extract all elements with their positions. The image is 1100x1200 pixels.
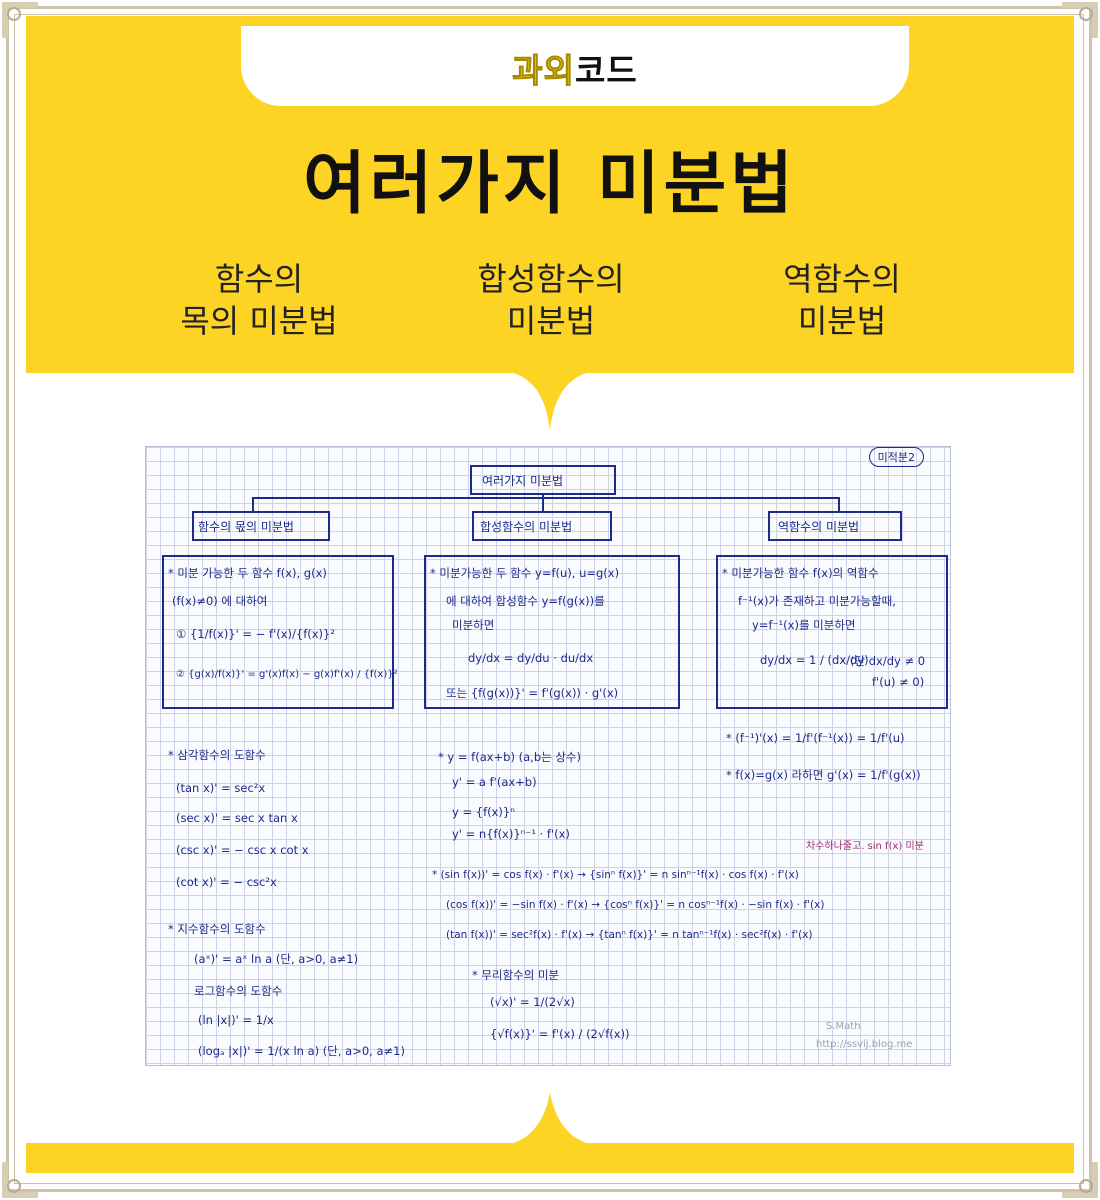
formula-line: (tan x)' = sec²x [176,781,266,795]
formula-line: * y = f(ax+b) (a,b는 상수) [438,750,581,764]
column-label-line: 함수의 [214,260,304,298]
brand-logo: 과외코드 [241,44,909,92]
column-label-line: 역함수의 [783,260,901,298]
formula-line: (csc x)' = − csc x cot x [176,843,309,857]
handwritten-notes-image: 미적분2 여러가지 미분법 함수의 몫의 미분법 합성함수의 미분법 역함수의 … [145,446,951,1066]
branch-label: 역함수의 미분법 [778,520,860,534]
column-label-line: 합성함수의 [477,260,625,298]
branch-node-inverse [768,511,902,541]
formula-line: (√x)' = 1/(2√x) [490,995,575,1009]
formula-line: 또는 {f(g(x))}' = f'(g(x)) · g'(x) [446,686,619,700]
watermark-text: S.Math [826,1021,861,1032]
corner-ornament-icon [1062,1162,1098,1198]
corner-ornament-icon [2,1162,38,1198]
branch-label: 함수의 몫의 미분법 [198,520,294,534]
page-title: 여러가지 미분법 [303,145,797,224]
logo-tab: 과외코드 [241,26,909,106]
watermark-text: http://ssvij.blog.me [816,1039,913,1050]
branch-node-composite [472,511,612,541]
formula-line: dy/dx = 1 / (dx/dy) [760,653,869,667]
quotient-rule-box [162,555,394,709]
branch-node-quotient [192,511,330,541]
tree-connector [252,497,254,511]
formula-line: * (f⁻¹)'(x) = 1/f'(f⁻¹(x)) = 1/f'(u) [726,731,905,745]
formula-line: y = {f(x)}ⁿ [452,805,515,819]
note-line: * 미분가능한 함수 f(x)의 역함수 [722,566,879,580]
inverse-rule-box [716,555,948,709]
column-label-composite: 합성함수의 미분법 [421,258,681,342]
subject-badge: 미적분2 [868,447,924,467]
column-label-line: 미분법 [797,302,887,340]
tree-connector [838,497,840,511]
footer-band [26,1143,1074,1173]
note-line: * 미분 가능한 두 함수 f(x), g(x) [168,566,327,580]
footer-notch-icon [510,1092,590,1144]
formula-line: y' = a f'(ax+b) [452,775,537,789]
formula-line: (aˣ)' = aˣ ln a (단, a>0, a≠1) [194,952,359,966]
section-heading: * 무리함수의 미분 [472,968,560,982]
logo-text-part1: 과외 [512,51,575,91]
formula-line: dy/dx = dy/du · du/dx [468,651,594,665]
formula-line: ② {g(x)/f(x)}' = g'(x)f(x) − g(x)f'(x) /… [176,669,398,680]
formula-line: ① {1/f(x)}' = − f'(x)/{f(x)}² [176,627,335,641]
branch-label: 합성함수의 미분법 [480,520,573,534]
column-label-line: 미분법 [506,302,596,340]
note-line: 로그함수의 도함수 [194,984,283,998]
banner-notch-icon [510,372,590,430]
outer-frame [6,6,1092,1192]
formula-line: y' = n{f(x)}ⁿ⁻¹ · f'(x) [452,827,570,841]
inner-frame [14,14,1084,1184]
root-node [470,465,616,495]
formula-line: (cos f(x))' = −sin f(x) · f'(x) → {cosⁿ … [446,899,825,911]
note-line: y=f⁻¹(x)를 미분하면 [752,618,856,632]
corner-ornament-icon [2,2,38,38]
formula-line: * f(x)=g(x) 라하면 g'(x) = 1/f'(g(x)) [726,768,921,782]
header-banner: 과외코드 여러가지 미분법 함수의 목의 미분법 합성함수의 미분법 역함수의 … [26,16,1074,373]
tree-connector [252,497,840,499]
logo-text-part2: 코드 [575,51,638,90]
column-label-line: 목의 미분법 [180,302,338,340]
formula-line: (tan f(x))' = sec²f(x) · f'(x) → {tanⁿ f… [446,929,813,941]
note-line: f⁻¹(x)가 존재하고 미분가능할때, [738,594,896,608]
formula-line: (cot x)' = − csc²x [176,875,277,889]
note-line: 에 대하여 합성함수 y=f(g(x))를 [446,594,605,608]
section-heading: * 지수함수의 도함수 [168,922,266,936]
formula-line: (ln |x|)' = 1/x [198,1013,274,1027]
note-line: 미분하면 [452,618,495,632]
corner-ornament-icon [1062,2,1098,38]
column-label-inverse: 역함수의 미분법 [712,258,972,342]
formula-line: (단 dx/dy ≠ 0 [850,654,926,668]
formula-line: (sec x)' = sec x tan x [176,811,298,825]
tree-connector [542,495,544,511]
formula-line: * (sin f(x))' = cos f(x) · f'(x) → {sinⁿ… [432,869,799,881]
root-node-label: 여러가지 미분법 [482,474,564,488]
note-line: (f(x)≠0) 에 대하여 [172,594,268,608]
formula-line: f'(u) ≠ 0) [872,675,925,689]
formula-line: (logₐ |x|)' = 1/(x ln a) (단, a>0, a≠1) [198,1044,405,1058]
chain-rule-box [424,555,680,709]
note-line: * 미분가능한 두 함수 y=f(u), u=g(x) [430,566,620,580]
formula-line: {√f(x)}' = f'(x) / (2√f(x)) [490,1027,630,1041]
column-label-quotient: 함수의 목의 미분법 [129,258,389,342]
section-heading: * 삼각함수의 도함수 [168,748,266,762]
annotation-note: 차수하나줄고. sin f(x) 미분 [806,841,924,852]
